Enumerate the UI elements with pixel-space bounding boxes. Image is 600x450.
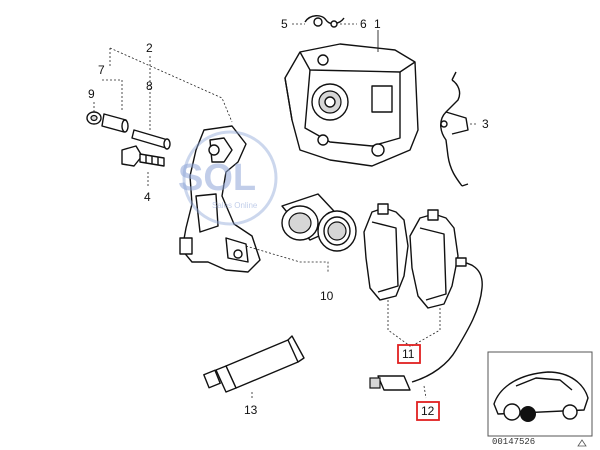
grease-tube bbox=[203, 335, 305, 393]
guide-sleeve bbox=[101, 113, 129, 133]
brake-pads bbox=[363, 203, 459, 309]
vehicle-locator-inset bbox=[487, 351, 593, 437]
callout-1: 1 bbox=[374, 17, 381, 31]
caliper-housing bbox=[284, 43, 419, 167]
piston-and-seal bbox=[281, 193, 357, 252]
callout-6: 6 bbox=[360, 17, 367, 31]
callout-2: 2 bbox=[146, 41, 153, 55]
callout-12: 12 bbox=[421, 404, 435, 418]
svg-text:SOL: SOL bbox=[178, 157, 256, 199]
anti-rattle-spring bbox=[440, 71, 469, 187]
triangle-marker-icon bbox=[577, 439, 587, 447]
sol-watermark: SOL Sales Online bbox=[178, 130, 278, 226]
callout-11: 11 bbox=[402, 347, 415, 361]
svg-text:Sales Online: Sales Online bbox=[212, 201, 258, 210]
bleeder-clip bbox=[304, 15, 345, 28]
callout-5: 5 bbox=[281, 17, 288, 31]
callout-7: 7 bbox=[98, 63, 105, 77]
dust-cap bbox=[86, 111, 102, 125]
diagram-code: 00147526 bbox=[492, 437, 535, 447]
callout-8: 8 bbox=[146, 79, 153, 93]
brake-wear-sensor bbox=[369, 257, 483, 391]
callout-4: 4 bbox=[144, 190, 151, 204]
callout-9: 9 bbox=[88, 87, 95, 101]
callout-3: 3 bbox=[482, 117, 489, 131]
hex-bolt bbox=[121, 145, 165, 167]
callout-11-highlight: 11 bbox=[397, 344, 421, 364]
caliper-carrier bbox=[179, 125, 261, 273]
callout-13: 13 bbox=[244, 403, 258, 417]
guide-pin bbox=[131, 129, 171, 150]
callout-12-highlight: 12 bbox=[416, 401, 440, 421]
callout-10: 10 bbox=[320, 289, 334, 303]
